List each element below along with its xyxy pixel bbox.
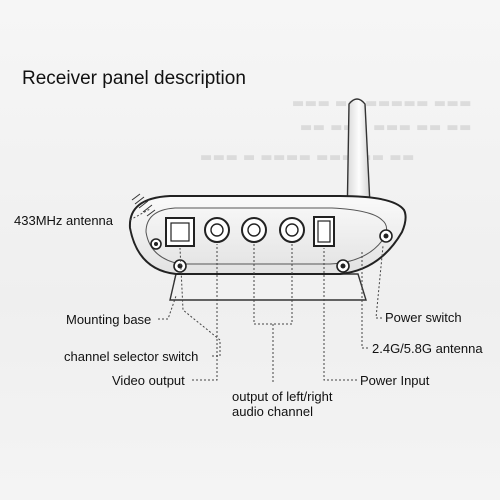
- leader-video-output: [192, 244, 218, 381]
- video-output-jack: [204, 217, 230, 243]
- mounting-base: [169, 273, 367, 301]
- leader-power-input: [323, 248, 357, 381]
- channel-selector-switch: [165, 217, 195, 247]
- label-mounting-base: Mounting base: [66, 312, 152, 327]
- antenna-433-spiral: [131, 193, 156, 217]
- background-print-through: ▬▬▬ ▬▬ ▬▬▬▬▬ ▬▬▬: [292, 96, 473, 111]
- leader-audio-join: [254, 323, 292, 382]
- label-audio-output-line1: output of left/right: [232, 389, 333, 404]
- label-audio-output-line2: audio channel: [232, 404, 313, 419]
- label-24g-58g-antenna: 2.4G/5.8G antenna: [372, 341, 483, 356]
- leader-24g-antenna: [361, 252, 368, 349]
- power-input-port: [313, 216, 335, 247]
- page-title: Receiver panel description: [22, 68, 246, 89]
- leader-lines: [129, 208, 384, 382]
- bottom-right-screw: [336, 259, 350, 273]
- label-channel-selector-switch: channel selector switch: [64, 349, 199, 364]
- label-power-input: Power Input: [360, 373, 430, 388]
- bottom-left-screw: [173, 259, 187, 273]
- left-screw: [150, 238, 162, 250]
- leader-power-switch: [375, 245, 384, 319]
- label-433mhz-antenna: 433MHz antenna: [14, 213, 114, 228]
- audio-left-jack: [241, 217, 267, 243]
- power-switch-button: [379, 229, 393, 243]
- leader-mounting-base: [158, 295, 177, 320]
- label-video-output: Video output: [112, 373, 185, 388]
- label-power-switch: Power switch: [385, 310, 462, 325]
- audio-right-jack: [279, 217, 305, 243]
- background-print-through: ▬▬ ▬▬▬ ▬▬▬ ▬▬ ▬▬: [300, 120, 472, 135]
